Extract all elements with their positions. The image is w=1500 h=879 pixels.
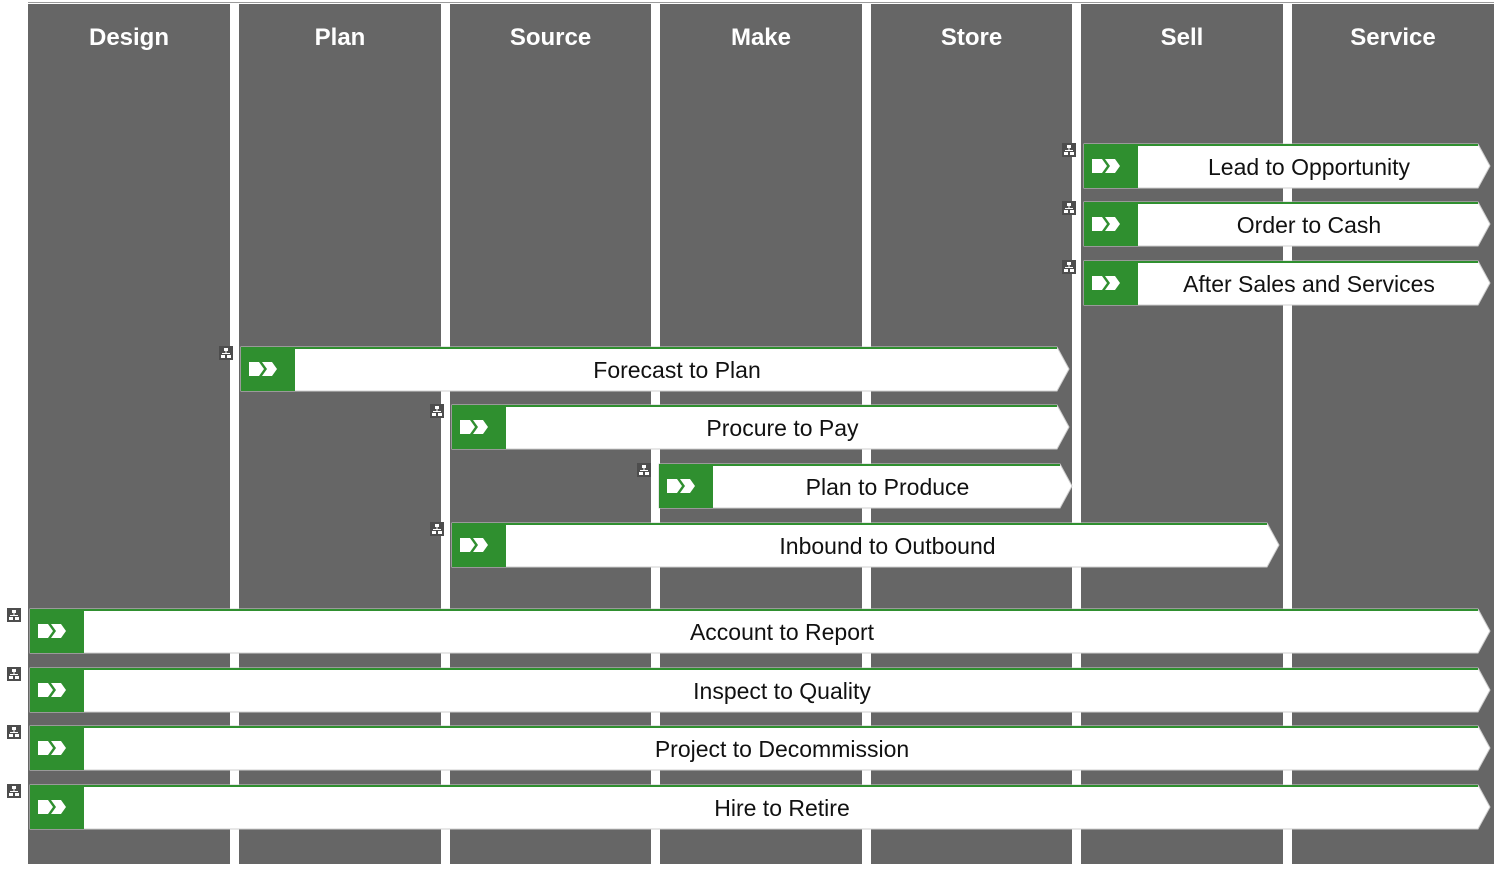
- hierarchy-icon-graphic: [7, 784, 21, 798]
- hierarchy-icon-graphic: [7, 667, 21, 681]
- hierarchy-icon-graphic: [7, 608, 21, 622]
- process-label: Hire to Retire: [714, 795, 850, 821]
- process-bar-project-to-decommission[interactable]: Project to Decommission: [29, 725, 1491, 771]
- hierarchy-icon[interactable]: [7, 608, 21, 622]
- lane-title-service: Service: [1350, 24, 1436, 51]
- lane-title-design: Design: [88, 24, 169, 51]
- top-border: [28, 2, 1494, 3]
- hierarchy-icon[interactable]: [219, 346, 233, 360]
- process-label: Procure to Pay: [706, 415, 859, 441]
- hierarchy-icon[interactable]: [637, 463, 651, 477]
- process-label: Account to Report: [689, 619, 875, 645]
- process-bar-inbound-to-outbound[interactable]: Inbound to Outbound: [451, 522, 1280, 568]
- process-chevron-icon: [38, 741, 66, 755]
- process-label: Inbound to Outbound: [779, 533, 996, 559]
- process-bar-shape: [451, 404, 1070, 450]
- lane-title-plan: Plan: [314, 24, 366, 51]
- lane-title-sell: Sell: [1160, 24, 1204, 51]
- process-bar-shape: [29, 725, 1491, 771]
- lane-plan: Plan: [239, 4, 441, 864]
- hierarchy-icon[interactable]: [430, 404, 444, 418]
- process-bar-shape: [29, 784, 1491, 830]
- process-label: After Sales and Services: [1183, 271, 1435, 297]
- process-bar-shape: [29, 608, 1491, 654]
- process-bar-inspect-to-quality[interactable]: Inspect to Quality: [29, 667, 1491, 713]
- process-label: Project to Decommission: [654, 736, 910, 762]
- process-bar-shape: [240, 346, 1070, 392]
- process-chevron-icon: [38, 683, 66, 697]
- process-label: Plan to Produce: [805, 474, 970, 500]
- process-bar-plan-to-produce[interactable]: Plan to Produce: [658, 463, 1073, 509]
- process-bar-forecast-to-plan[interactable]: Forecast to Plan: [240, 346, 1070, 392]
- process-label: Lead to Opportunity: [1207, 154, 1411, 180]
- hierarchy-icon-graphic: [1062, 143, 1076, 157]
- process-chevron-icon: [249, 362, 277, 376]
- hierarchy-icon[interactable]: [7, 725, 21, 739]
- process-label: Forecast to Plan: [593, 357, 761, 383]
- process-bar-lead-to-opportunity[interactable]: Lead to Opportunity: [1083, 143, 1491, 189]
- process-label: Order to Cash: [1236, 212, 1382, 238]
- hierarchy-icon-graphic: [430, 522, 444, 536]
- process-chevron-icon: [460, 538, 488, 552]
- process-chevron-icon: [1092, 159, 1120, 173]
- hierarchy-icon[interactable]: [7, 667, 21, 681]
- hierarchy-icon[interactable]: [1062, 260, 1076, 274]
- process-bar-shape: [1083, 143, 1491, 189]
- process-bar-after-sales-and-services[interactable]: After Sales and Services: [1083, 260, 1491, 306]
- hierarchy-icon[interactable]: [430, 522, 444, 536]
- process-bar-hire-to-retire[interactable]: Hire to Retire: [29, 784, 1491, 830]
- hierarchy-icon[interactable]: [7, 784, 21, 798]
- hierarchy-icon-graphic: [637, 463, 651, 477]
- hierarchy-icon-graphic: [219, 346, 233, 360]
- process-chevron-icon: [460, 420, 488, 434]
- lane-design: Design: [28, 4, 230, 864]
- process-chevron-icon: [667, 479, 695, 493]
- hierarchy-icon-graphic: [430, 404, 444, 418]
- process-bar-shape: [451, 522, 1280, 568]
- hierarchy-icon-graphic: [1062, 201, 1076, 215]
- process-bar-shape: [658, 463, 1073, 509]
- hierarchy-icon[interactable]: [1062, 201, 1076, 215]
- lane-title-store: Store: [940, 24, 1003, 51]
- process-bar-procure-to-pay[interactable]: Procure to Pay: [451, 404, 1070, 450]
- process-chevron-icon: [38, 624, 66, 638]
- hierarchy-icon-graphic: [1062, 260, 1076, 274]
- process-bar-order-to-cash[interactable]: Order to Cash: [1083, 201, 1491, 247]
- process-chevron-icon: [1092, 217, 1120, 231]
- lane-title-source: Source: [509, 24, 592, 51]
- process-chevron-icon: [38, 800, 66, 814]
- process-label: Inspect to Quality: [693, 678, 871, 704]
- process-bar-account-to-report[interactable]: Account to Report: [29, 608, 1491, 654]
- hierarchy-icon-graphic: [7, 725, 21, 739]
- process-chevron-icon: [1092, 276, 1120, 290]
- lane-title-make: Make: [730, 24, 792, 51]
- hierarchy-icon[interactable]: [1062, 143, 1076, 157]
